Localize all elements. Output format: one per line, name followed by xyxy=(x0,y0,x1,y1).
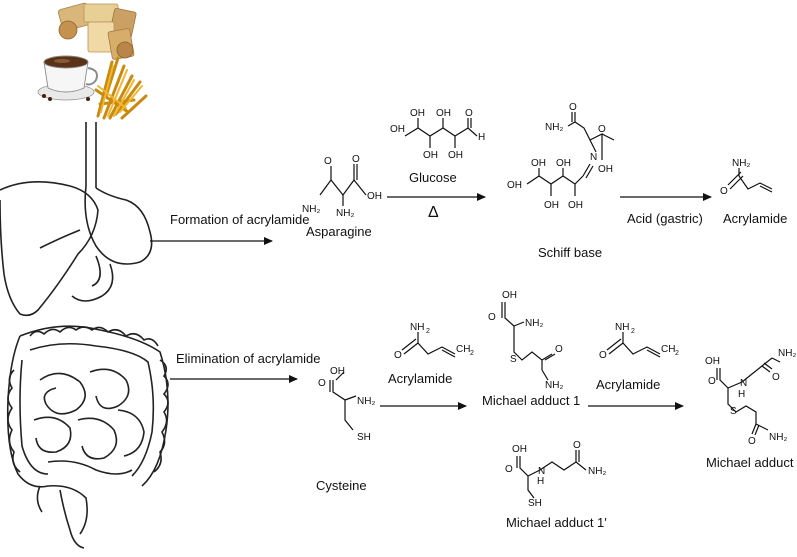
svg-text:NH₂: NH₂ xyxy=(778,348,796,359)
svg-text:NH₂: NH₂ xyxy=(545,122,563,133)
svg-text:NH₂: NH₂ xyxy=(588,466,606,477)
svg-text:OH: OH xyxy=(512,444,527,455)
food-illustration-icon xyxy=(37,2,148,120)
svg-text:O: O xyxy=(488,312,496,323)
svg-text:NH₂: NH₂ xyxy=(525,318,543,329)
svg-text:OH: OH xyxy=(705,356,720,367)
svg-text:NH₂: NH₂ xyxy=(732,158,750,169)
svg-text:SH: SH xyxy=(528,498,542,509)
svg-text:OH: OH xyxy=(367,191,382,202)
svg-text:O: O xyxy=(772,372,780,383)
michael-adduct-1-structure: OH O NH₂ S O NH₂ xyxy=(488,290,563,391)
acrylamide-label-1: Acrylamide xyxy=(388,371,453,386)
michael-adduct-2-label: Michael adduct 2 xyxy=(706,455,797,470)
acid-gastric-label: Acid (gastric) xyxy=(627,211,703,226)
svg-text:CH: CH xyxy=(456,344,470,355)
glucose-structure: OH OH OH OH OH O H xyxy=(390,108,485,161)
acrylamide-product-structure: NH₂ O xyxy=(720,158,773,197)
acrylamide-label-2: Acrylamide xyxy=(596,377,661,392)
michael-adduct-1-label: Michael adduct 1 xyxy=(482,393,581,408)
svg-text:O: O xyxy=(569,102,577,113)
svg-text:O: O xyxy=(324,156,332,167)
svg-text:O: O xyxy=(708,376,716,387)
svg-text:N: N xyxy=(590,152,597,163)
svg-text:OH: OH xyxy=(436,108,451,119)
cysteine-structure: OH O NH₂ SH xyxy=(318,366,375,443)
cysteine-label: Cysteine xyxy=(316,478,367,493)
elimination-process-label: Elimination of acrylamide xyxy=(176,351,321,366)
svg-text:O: O xyxy=(465,108,473,119)
svg-text:OH: OH xyxy=(448,150,463,161)
svg-text:O: O xyxy=(573,440,581,451)
svg-text:N: N xyxy=(538,466,545,477)
svg-text:O: O xyxy=(555,344,563,355)
svg-text:H: H xyxy=(537,476,544,487)
acrylamide-product-label: Acrylamide xyxy=(723,211,788,226)
schiff-base-structure: OH OH OH OH OH N NH₂ O O OH xyxy=(507,102,615,211)
svg-text:2: 2 xyxy=(426,328,430,335)
svg-text:NH₂: NH₂ xyxy=(769,432,787,443)
svg-text:O: O xyxy=(599,350,607,361)
michael-adduct-1-prime-structure: OH O N H O NH₂ SH xyxy=(505,440,606,509)
svg-text:2: 2 xyxy=(675,350,679,357)
svg-text:OH: OH xyxy=(502,290,517,301)
svg-text:O: O xyxy=(720,186,728,197)
acrylamide-structure-2: NH 2 O CH 2 xyxy=(599,322,679,361)
svg-text:OH: OH xyxy=(423,150,438,161)
svg-text:NH: NH xyxy=(615,322,629,333)
svg-text:O: O xyxy=(352,154,360,165)
svg-text:NH₂: NH₂ xyxy=(545,380,563,391)
svg-text:OH: OH xyxy=(330,366,345,377)
michael-adduct-1-prime-label: Michael adduct 1′ xyxy=(506,515,607,530)
svg-text:OH: OH xyxy=(531,158,546,169)
michael-adduct-2-structure: OH O N H O NH₂ S O NH₂ xyxy=(705,348,796,447)
svg-text:NH: NH xyxy=(410,322,424,333)
svg-text:OH: OH xyxy=(544,200,559,211)
glucose-label: Glucose xyxy=(409,170,457,185)
svg-text:2: 2 xyxy=(470,350,474,357)
svg-text:CH: CH xyxy=(661,344,675,355)
svg-text:NH₂: NH₂ xyxy=(336,208,354,219)
svg-text:NH₂: NH₂ xyxy=(302,204,320,215)
svg-text:O: O xyxy=(598,124,606,135)
svg-text:OH: OH xyxy=(598,164,613,175)
svg-text:H: H xyxy=(478,132,485,143)
asparagine-structure: NH₂ O O OH NH₂ xyxy=(302,154,382,219)
svg-text:OH: OH xyxy=(410,108,425,119)
svg-text:OH: OH xyxy=(568,200,583,211)
formation-process-label: Formation of acrylamide xyxy=(170,212,310,227)
svg-text:N: N xyxy=(740,378,747,389)
schiff-base-label: Schiff base xyxy=(538,245,603,260)
heat-symbol: Δ xyxy=(428,204,439,221)
svg-text:O: O xyxy=(505,464,513,475)
svg-text:2: 2 xyxy=(631,328,635,335)
svg-text:SH: SH xyxy=(357,432,371,443)
svg-text:S: S xyxy=(510,354,517,365)
asparagine-label: Asparagine xyxy=(306,224,372,239)
svg-text:OH: OH xyxy=(390,124,405,135)
digestive-system-icon xyxy=(0,122,169,549)
svg-text:H: H xyxy=(738,389,745,400)
svg-text:O: O xyxy=(318,378,326,389)
svg-text:S: S xyxy=(730,406,737,417)
svg-text:O: O xyxy=(748,436,756,447)
svg-text:OH: OH xyxy=(507,180,522,191)
svg-text:O: O xyxy=(394,350,402,361)
svg-text:OH: OH xyxy=(556,158,571,169)
acrylamide-structure-1: NH 2 O CH 2 xyxy=(394,322,474,361)
svg-text:NH₂: NH₂ xyxy=(357,396,375,407)
